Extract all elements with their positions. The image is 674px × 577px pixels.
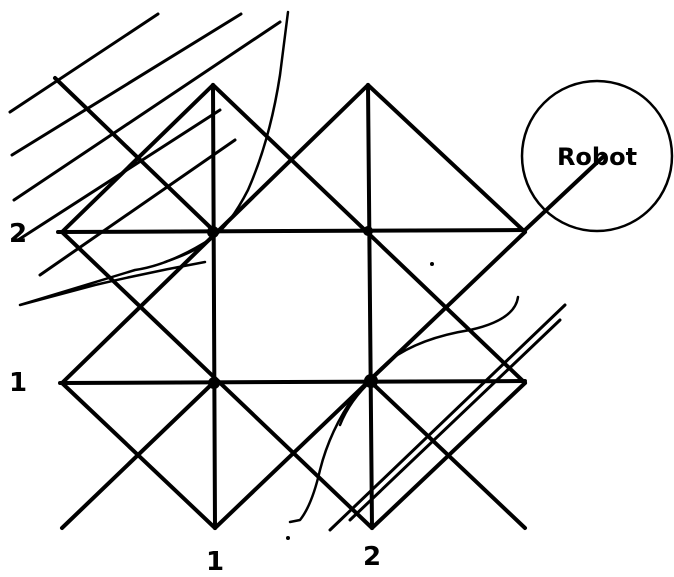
robot: Robot xyxy=(520,79,674,233)
column-rail-2 xyxy=(366,83,374,530)
hatch-line xyxy=(348,318,562,522)
node-2-2 xyxy=(363,226,373,236)
row-rail-2 xyxy=(56,228,527,234)
x-label-2: 2 xyxy=(363,542,381,572)
hatch-line xyxy=(38,138,237,277)
lattice-diagonal xyxy=(370,381,527,530)
lattice-rails xyxy=(56,83,527,530)
lattice-diagonal xyxy=(53,76,215,232)
hatch-line xyxy=(12,20,282,202)
node-1-1 xyxy=(208,377,220,389)
y-label-2: 2 xyxy=(9,219,27,249)
hatch-line xyxy=(328,303,567,532)
lattice-diagonal xyxy=(523,153,607,232)
hatch-line xyxy=(8,12,160,114)
hatch-line xyxy=(10,12,243,157)
y-label-1: 1 xyxy=(9,368,27,398)
lattice-diagonal xyxy=(366,83,527,234)
row-rail-1 xyxy=(58,379,527,385)
axis-labels: 2 1 1 2 xyxy=(9,219,381,577)
hatch-upper-left xyxy=(8,12,282,277)
x-label-1: 1 xyxy=(206,547,224,577)
stray-dot xyxy=(430,262,434,266)
robot-circle xyxy=(520,79,674,233)
node-2-1 xyxy=(364,374,378,388)
lattice-diagonal xyxy=(60,381,215,530)
node-1-2 xyxy=(207,226,219,238)
lattice-nodes xyxy=(207,226,378,389)
path-upper-branch xyxy=(163,236,214,264)
column-rail-1 xyxy=(211,83,217,530)
robot-label: Robot xyxy=(557,143,637,171)
hatch-lower-right xyxy=(328,303,567,532)
stray-dot xyxy=(286,536,290,540)
